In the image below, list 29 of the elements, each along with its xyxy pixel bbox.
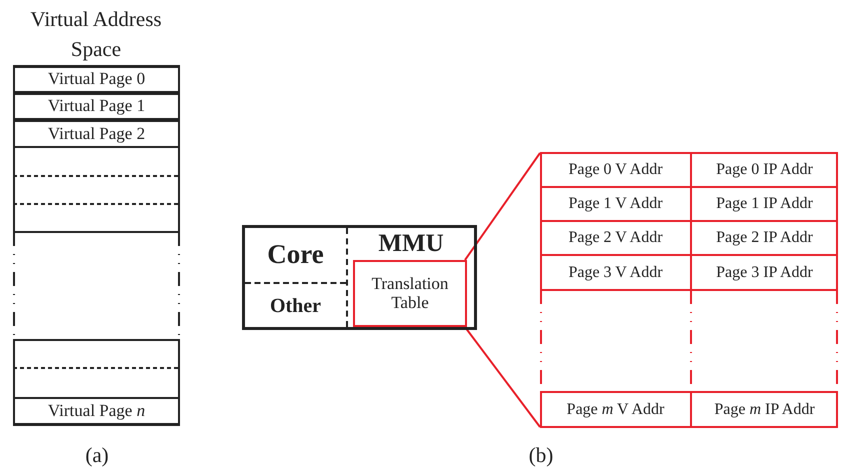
block-label: Core <box>267 240 324 270</box>
translation-table <box>540 153 838 427</box>
zoom-line <box>464 152 541 261</box>
panel-label: (a) <box>85 443 109 468</box>
processor-box <box>242 225 477 330</box>
column-heading: Virtual Address Space <box>29 6 163 63</box>
panel-label: (b) <box>528 443 554 468</box>
cell-text: Page 0 IP Addr <box>716 161 813 179</box>
page-row <box>13 397 180 425</box>
box-label: Translation Table <box>370 274 450 312</box>
page-row <box>13 66 180 93</box>
cell-text: Virtual Page 2 <box>48 124 146 144</box>
cell-text: Page 2 IP Addr <box>716 229 813 247</box>
page-row <box>13 93 180 120</box>
page-row <box>13 120 180 148</box>
translation-table-box <box>353 260 467 327</box>
cell-text: Virtual Page 0 <box>48 70 146 89</box>
block-label: MMU <box>378 230 444 258</box>
cell-text: Page 3 V Addr <box>568 264 663 282</box>
cell-text: Page m V Addr <box>566 400 664 418</box>
cell-text: Page 2 V Addr <box>568 229 663 247</box>
cell-text: Page 3 IP Addr <box>716 264 813 282</box>
cell-text: Virtual Page n <box>48 402 146 420</box>
cell-text: Page m IP Addr <box>714 400 815 418</box>
block-label: Other <box>270 294 322 316</box>
cell-text: Virtual Page 1 <box>48 97 146 116</box>
cell-text: Page 1 V Addr <box>568 195 663 213</box>
cell-text: Page 1 IP Addr <box>716 195 813 213</box>
cell-text: Page 0 V Addr <box>568 161 663 179</box>
